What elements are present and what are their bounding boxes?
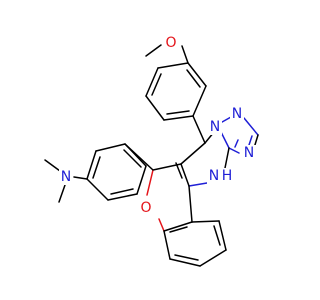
bond-benzo-inner-1	[174, 254, 199, 261]
bond-triazole-inner-2	[234, 139, 239, 148]
bond-aryl-1	[95, 143, 126, 152]
bond-benzo-inner-3	[169, 226, 188, 233]
bond-aryl-n	[73, 176, 88, 180]
bond-ch-o	[146, 169, 154, 196]
bond-methyl-o	[145, 44, 162, 57]
bond-nh-c	[188, 182, 208, 187]
atom-labels: O N N N N N H O	[59, 35, 256, 216]
bond-triazole-n-c	[228, 147, 240, 154]
bond-benzo-4	[218, 220, 227, 251]
atom-n-triazole-c: N	[244, 145, 254, 161]
bond-benzo-inner-2	[213, 225, 221, 246]
bond-anisole-inner-2	[166, 110, 190, 115]
bond-anisole-inner-1	[186, 69, 201, 88]
bond-pyran-arene-2	[188, 185, 193, 223]
atom-n-triazole-b: N	[232, 106, 242, 122]
bond-aryl-inner-1	[92, 156, 101, 179]
bond-n-methyl-a	[44, 159, 61, 172]
bond-benzo-3	[199, 249, 227, 267]
bond-anisole-3	[163, 115, 194, 121]
bond-aryl-6	[124, 143, 147, 167]
atom-n-triazole-a: N	[210, 119, 220, 135]
bond-fused-to-ch	[180, 142, 206, 165]
atom-n-dimethyl: N	[61, 169, 71, 185]
atom-nh-hydrogen: H	[222, 168, 233, 184]
bond-aryl-inner-3	[123, 149, 142, 168]
bond-c-choh	[152, 163, 182, 171]
bond-anisole-2	[192, 85, 207, 117]
bonds	[44, 44, 259, 267]
bond-triazole-inner-1	[248, 135, 253, 146]
bond-anisole-5	[145, 67, 159, 97]
bond-anisole-to-ch	[192, 115, 206, 144]
bond-aryl-3	[86, 178, 109, 201]
molecule-structure: O N N N N N H O	[44, 35, 259, 267]
bond-triazole-c-n	[220, 131, 230, 149]
bond-aryl-2	[86, 150, 97, 180]
bond-pyran-arene-1	[163, 221, 193, 232]
bond-aryl-inner-2	[110, 188, 134, 195]
bond-benzo-1	[163, 230, 171, 260]
bond-c-nh	[224, 147, 230, 169]
bond-o-aryl2	[158, 218, 165, 232]
bond-benzo-2	[169, 258, 201, 267]
bond-aryl-4	[107, 193, 138, 201]
atom-o-ring: O	[140, 200, 151, 216]
bond-n-methyl-b	[58, 184, 66, 203]
bond-triazole-n-ch	[243, 117, 259, 136]
bond-anisole-4	[145, 95, 165, 121]
atom-nh: N	[209, 168, 219, 184]
atom-o-methoxy: O	[165, 35, 176, 51]
bond-o-aryl	[181, 45, 189, 64]
bond-anisole-6	[157, 62, 189, 69]
bond-anisole-1	[187, 62, 207, 87]
bond-aryl-5	[136, 165, 147, 195]
bond-benzo-5	[191, 220, 220, 223]
bond-anisole-inner-3	[151, 73, 162, 96]
bond-c-c-fused	[180, 163, 190, 187]
